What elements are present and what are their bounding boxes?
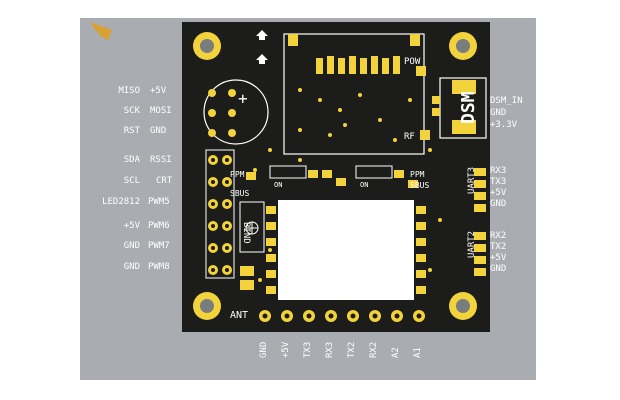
buzzer-plus: + bbox=[238, 89, 248, 108]
label-gnd-uart3: GND bbox=[490, 199, 507, 209]
jumper-left-box bbox=[269, 165, 307, 179]
label-bottom-a1: A1 bbox=[413, 347, 423, 358]
top-partial-text: F4 MINI bbox=[312, 7, 363, 21]
mounting-holes bbox=[193, 32, 477, 320]
label-bottom-rx3: RX3 bbox=[325, 341, 335, 358]
buzzer-outline bbox=[203, 79, 269, 145]
uart2-pads bbox=[474, 232, 486, 276]
label-bottom-tx3: TX3 bbox=[303, 341, 313, 358]
label-dsm-gnd: GND bbox=[490, 108, 507, 118]
label-5v-uart3: +5V bbox=[490, 188, 507, 198]
silk-ppm-left: PPM bbox=[230, 170, 245, 179]
label-scl: SCL bbox=[123, 176, 140, 186]
label-pwm8: PWM8 bbox=[148, 262, 170, 272]
silk-sbus-left: SBUS bbox=[230, 189, 249, 198]
silk-pow: POW bbox=[404, 57, 421, 67]
label-5v-top: +5V bbox=[150, 86, 167, 96]
sd-pads bbox=[288, 34, 420, 74]
label-5v-uart2: +5V bbox=[490, 253, 507, 263]
uart3-pads bbox=[474, 168, 486, 212]
label-pwm5: PWM5 bbox=[148, 197, 170, 207]
label-bottom-a2: A2 bbox=[391, 347, 401, 358]
arrow-up-icons bbox=[256, 30, 268, 64]
label-bottom-5v: +5V bbox=[281, 341, 291, 358]
corner-mark bbox=[90, 22, 112, 40]
label-bottom-rx2: RX2 bbox=[369, 341, 379, 358]
bottom-pin-row bbox=[259, 310, 425, 322]
label-rx2: RX2 bbox=[490, 231, 507, 241]
silk-ant: ANT bbox=[230, 310, 248, 321]
silk-uart2: UART2 bbox=[467, 231, 477, 258]
label-gnd-b: GND bbox=[123, 241, 140, 251]
label-pwm6: PWM6 bbox=[148, 221, 170, 231]
vias bbox=[253, 88, 442, 282]
left-pin-header bbox=[205, 149, 235, 279]
jumper-right-box bbox=[355, 165, 393, 179]
label-dsm-in: DSM_IN bbox=[490, 96, 523, 106]
label-mosi: MOSI bbox=[150, 106, 172, 116]
receiver-module bbox=[278, 200, 414, 300]
label-3v3: +3.3V bbox=[490, 120, 518, 130]
label-led2812: LED2812 bbox=[102, 197, 140, 207]
jumper-pads bbox=[246, 170, 418, 188]
module-side-pads bbox=[240, 206, 426, 294]
label-rst: RST bbox=[123, 126, 140, 136]
label-sda: SDA bbox=[123, 155, 140, 165]
label-gnd-c: GND bbox=[123, 262, 140, 272]
label-crt: CRT bbox=[156, 176, 173, 186]
silk-dsm: DSM bbox=[458, 91, 479, 124]
silk-sbus-right: SBUS bbox=[410, 181, 429, 190]
right-small-pads bbox=[416, 66, 440, 140]
silk-ppm-right: PPM bbox=[410, 170, 425, 179]
silk-bind: BIND bbox=[241, 222, 251, 244]
label-pwm7: PWM7 bbox=[148, 241, 170, 251]
label-gnd-a: GND bbox=[150, 126, 167, 136]
silk-on-left: ON bbox=[274, 181, 282, 189]
label-miso: MISO bbox=[118, 86, 140, 96]
label-rx3: RX3 bbox=[490, 166, 507, 176]
label-bottom-tx2: TX2 bbox=[347, 341, 357, 358]
label-sck: SCK bbox=[123, 106, 140, 116]
bind-button-graphic bbox=[239, 201, 265, 253]
silk-on-right: ON bbox=[360, 181, 368, 189]
label-gnd-uart2: GND bbox=[490, 264, 507, 274]
label-tx2: TX2 bbox=[490, 242, 507, 252]
label-tx3: TX3 bbox=[490, 177, 507, 187]
label-bottom-gnd: GND bbox=[259, 341, 269, 358]
sd-card-outline bbox=[283, 33, 425, 155]
buzzer-pads bbox=[208, 89, 236, 137]
label-5v-mid: +5V bbox=[123, 221, 140, 231]
silk-uart3: UART3 bbox=[467, 167, 477, 194]
silk-rf: RF bbox=[404, 132, 415, 142]
label-rssi: RSSI bbox=[150, 155, 172, 165]
